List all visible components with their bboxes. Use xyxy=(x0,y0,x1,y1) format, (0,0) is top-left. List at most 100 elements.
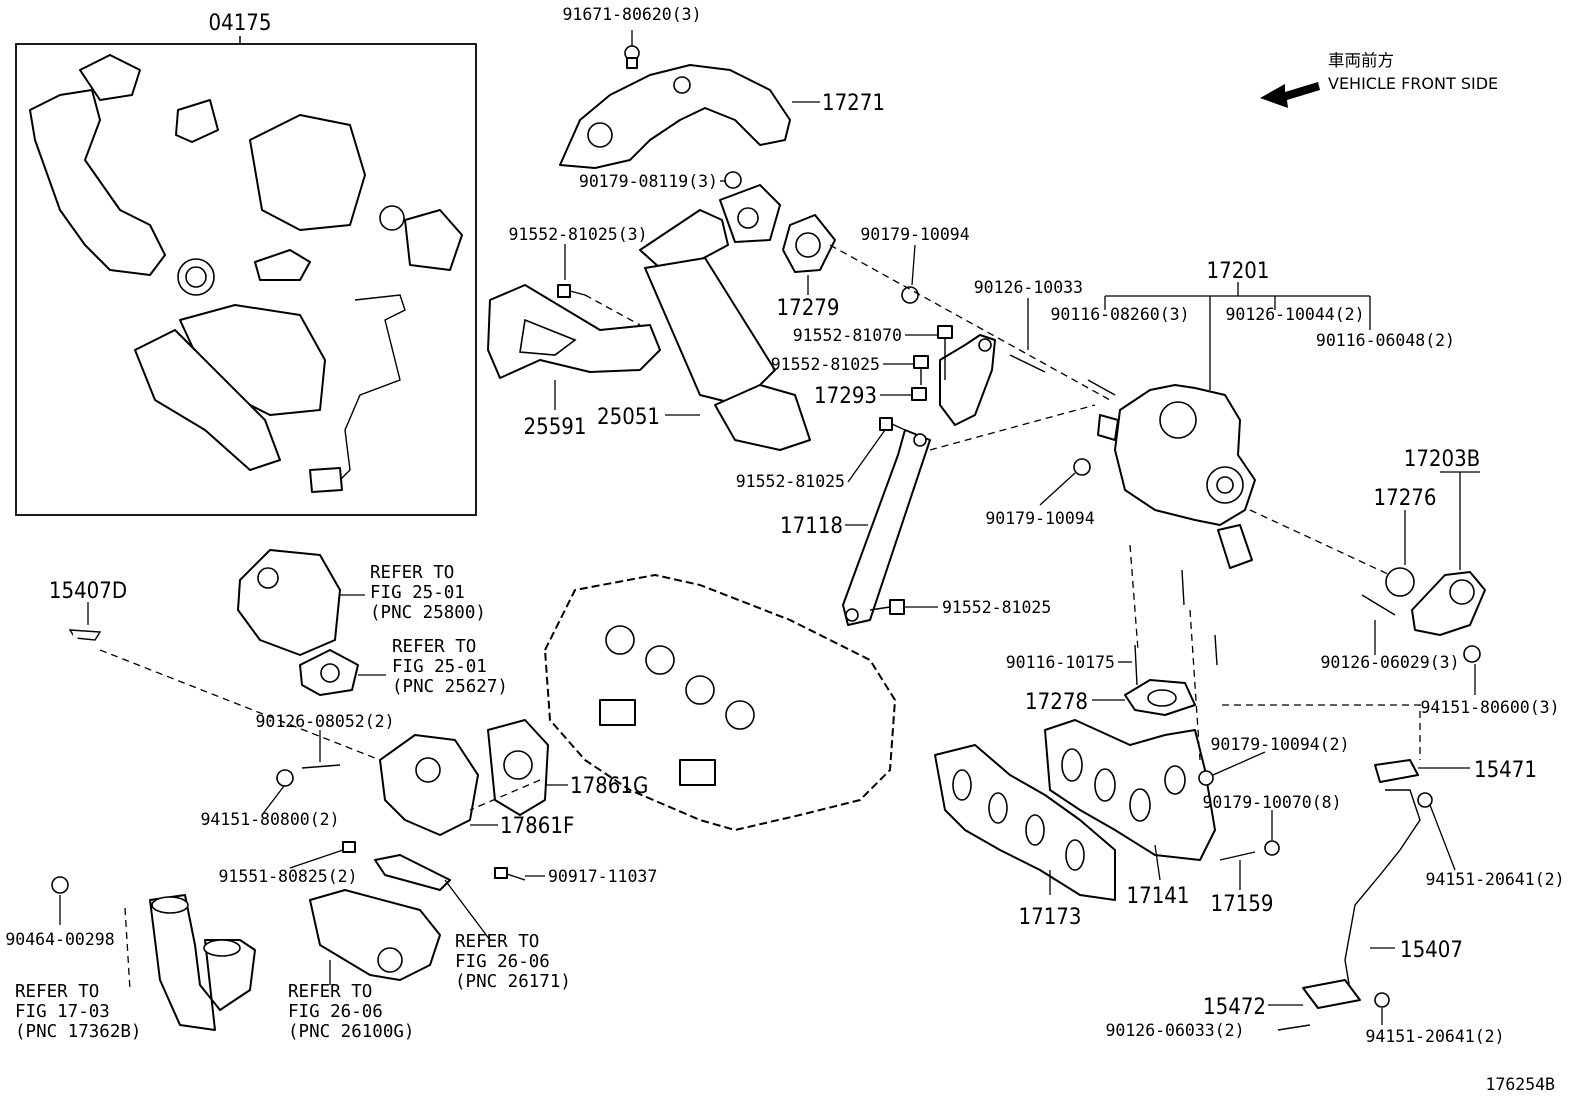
label-94151-20641-a: 94151-20641(2) xyxy=(1425,870,1564,889)
ref-17362B: REFER TO FIG 17-03 (PNC 17362B) xyxy=(15,982,141,1042)
label-15407D: 15407D xyxy=(49,579,127,604)
ref-assy-17362B xyxy=(124,894,256,1031)
svg-text:(PNC 25800): (PNC 25800) xyxy=(370,603,486,623)
label-91552-81025-3: 91552-81025(3) xyxy=(508,225,647,244)
kit-box-04175: 04175 xyxy=(15,11,477,516)
bracket-17293 xyxy=(880,325,996,426)
kit-box-label: 04175 xyxy=(209,11,272,36)
label-90116-10175: 90116-10175 xyxy=(1006,653,1115,672)
label-94151-80600: 94151-80600(3) xyxy=(1420,698,1559,717)
stay-17118 xyxy=(842,417,938,626)
ref-26100G: REFER TO FIG 26-06 (PNC 26100G) xyxy=(288,982,414,1042)
ref-25800: REFER TO FIG 25-01 (PNC 25800) xyxy=(370,563,486,623)
svg-text:(PNC 25627): (PNC 25627) xyxy=(392,677,508,697)
stud-17159 xyxy=(1219,851,1256,861)
oil-pipe-15407 xyxy=(1268,759,1470,1031)
label-17118: 17118 xyxy=(780,514,843,539)
label-94151-80800: 94151-80800(2) xyxy=(200,810,339,829)
label-17203B: 17203B xyxy=(1404,447,1481,472)
water-outlet-17861 xyxy=(99,649,568,891)
hose-15407D xyxy=(51,602,123,925)
nut-90179-08119 xyxy=(724,171,742,189)
svg-text:(PNC 26171): (PNC 26171) xyxy=(455,972,571,992)
ref-assy-25800 xyxy=(237,549,365,656)
exhaust-manifold-17141 xyxy=(1044,719,1216,881)
label-90917-11037: 90917-11037 xyxy=(548,867,657,886)
gasket-17279 xyxy=(782,214,836,295)
label-17141: 17141 xyxy=(1127,884,1190,909)
label-90126-06033: 90126-06033(2) xyxy=(1105,1021,1244,1040)
svg-text:(PNC 26100G): (PNC 26100G) xyxy=(288,1022,414,1042)
svg-text:REFER TO: REFER TO xyxy=(370,563,454,583)
label-15472: 15472 xyxy=(1203,995,1266,1020)
label-15407: 15407 xyxy=(1400,938,1463,963)
label-91552-81025-b: 91552-81025 xyxy=(771,355,880,374)
studs-turbo xyxy=(1009,354,1218,666)
vehicle-front-indicator: 車両前方 VEHICLE FRONT SIDE xyxy=(1260,51,1498,108)
svg-text:FIG 26-06: FIG 26-06 xyxy=(455,952,550,972)
label-90179-10070: 90179-10070(8) xyxy=(1202,793,1341,812)
label-17271: 17271 xyxy=(822,91,885,116)
svg-text:(PNC 17362B): (PNC 17362B) xyxy=(15,1022,141,1042)
gasket-17173 xyxy=(934,744,1116,901)
label-17861F: 17861F xyxy=(500,814,574,839)
svg-text:FIG 26-06: FIG 26-06 xyxy=(288,1002,383,1022)
svg-text:REFER TO: REFER TO xyxy=(15,982,99,1002)
label-90179-10094-c: 90179-10094(2) xyxy=(1210,735,1349,754)
vehicle-front-en: VEHICLE FRONT SIDE xyxy=(1328,74,1498,93)
figure-id: 176254B xyxy=(1485,1075,1555,1094)
ref-assy-26100G xyxy=(309,879,491,985)
svg-text:FIG 25-01: FIG 25-01 xyxy=(392,657,487,677)
label-90179-10094-b: 90179-10094 xyxy=(985,509,1094,528)
svg-text:FIG 25-01: FIG 25-01 xyxy=(370,583,465,603)
label-90126-10033: 90126-10033 xyxy=(974,278,1083,297)
label-90126-08052: 90126-08052(2) xyxy=(255,712,394,731)
label-90179-10094-a: 90179-10094 xyxy=(860,225,969,244)
label-25591: 25591 xyxy=(524,415,587,440)
label-91552-81025-c: 91552-81025 xyxy=(736,472,845,491)
front-arrow-icon xyxy=(1260,82,1320,108)
label-90126-10044: 90126-10044(2) xyxy=(1225,305,1364,324)
label-91551-80825: 91551-80825(2) xyxy=(218,867,357,886)
ref-assy-25627 xyxy=(299,649,386,696)
assembly-dashed-lines xyxy=(469,244,1421,811)
nut-90179-10094-top xyxy=(901,286,919,304)
label-90464-00298: 90464-00298 xyxy=(5,930,114,949)
label-17159: 17159 xyxy=(1211,892,1274,917)
label-17173: 17173 xyxy=(1019,905,1082,930)
svg-text:REFER TO: REFER TO xyxy=(288,982,372,1002)
cylinder-head xyxy=(544,574,896,831)
label-90179-08119: 90179-08119(3) xyxy=(579,172,718,191)
label-17861G: 17861G xyxy=(570,774,648,799)
label-91552-81025-d: 91552-81025 xyxy=(942,598,1051,617)
label-15471: 15471 xyxy=(1474,758,1537,783)
label-17278: 17278 xyxy=(1025,690,1088,715)
nut-90179-10094-mid xyxy=(1073,458,1091,476)
label-17276: 17276 xyxy=(1374,486,1437,511)
label-90116-06048: 90116-06048(2) xyxy=(1316,331,1455,350)
svg-text:FIG 17-03: FIG 17-03 xyxy=(15,1002,110,1022)
label-90126-06029: 90126-06029(3) xyxy=(1320,653,1459,672)
label-94151-20641-b: 94151-20641(2) xyxy=(1365,1027,1504,1046)
label-17293: 17293 xyxy=(814,384,877,409)
heat-insulator-17271 xyxy=(559,30,820,169)
bracket-25591 xyxy=(487,284,661,410)
label-17279: 17279 xyxy=(777,296,840,321)
bolt-91552-81025-3 xyxy=(557,244,641,326)
outlet-17203B xyxy=(1361,471,1486,695)
svg-text:REFER TO: REFER TO xyxy=(455,932,539,952)
turbocharger-17201 xyxy=(1097,282,1371,569)
label-17201: 17201 xyxy=(1207,259,1270,284)
svg-text:REFER TO: REFER TO xyxy=(392,637,476,657)
label-25051: 25051 xyxy=(597,405,660,430)
gasket-17278 xyxy=(1092,679,1196,716)
label-91671-80620: 91671-80620(3) xyxy=(562,5,701,24)
ref-25627: REFER TO FIG 25-01 (PNC 25627) xyxy=(392,637,508,697)
ref-26171: REFER TO FIG 26-06 (PNC 26171) xyxy=(455,932,571,992)
label-90116-08260: 90116-08260(3) xyxy=(1050,305,1189,324)
vehicle-front-jp: 車両前方 xyxy=(1328,51,1394,70)
catalytic-converter-25051 xyxy=(639,184,811,451)
label-91552-81070: 91552-81070 xyxy=(793,326,902,345)
